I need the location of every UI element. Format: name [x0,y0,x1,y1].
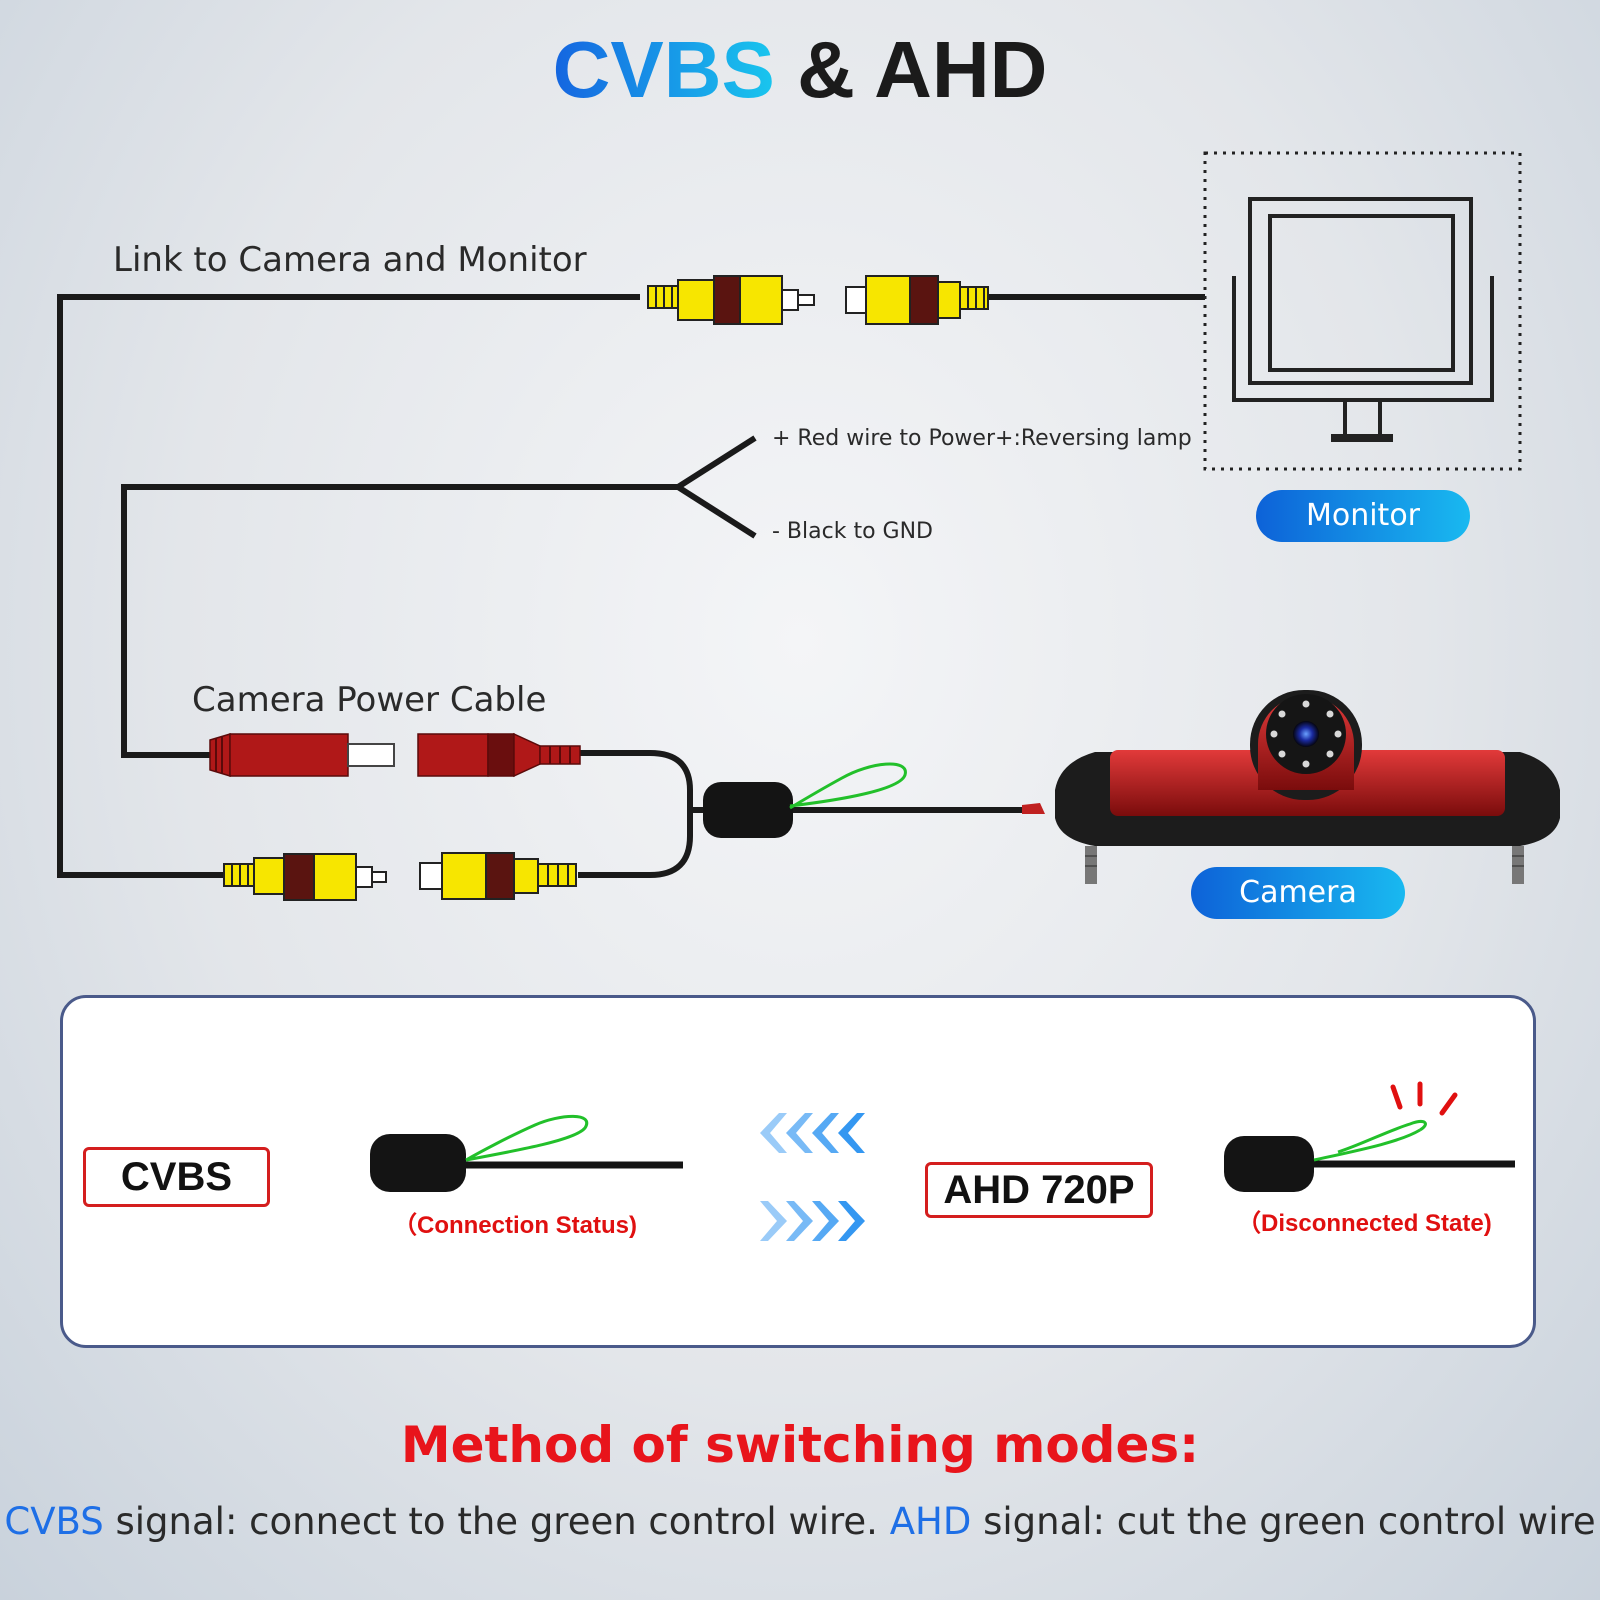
page-title: CVBS & AHD [0,22,1600,118]
rca-female-bottom-right [419,852,577,900]
camera-icon [1022,690,1560,884]
red-wire-branch [676,435,757,490]
method-title: Method of switching modes: [400,1416,1200,1474]
cvbs-mode-label: CVBS [83,1147,270,1207]
red-wire-label: + Red wire to Power+:Reversing lamp [772,426,1192,451]
ahd-word: AHD [889,1500,972,1543]
rca-male-bottom-left [223,853,387,901]
video-cable-left [57,294,640,878]
title-cvbs: CVBS [552,25,775,114]
arrow-right-icon [760,1201,865,1241]
disconnected-state-label: （Disconnected State) [1237,1210,1492,1237]
power-cable-label: Camera Power Cable [192,680,547,720]
arrow-left-icon [760,1113,865,1153]
rca-male-top-left [647,275,815,325]
ahd-instruction: signal: cut the green control wire [971,1500,1596,1543]
cvbs-instruction: signal: connect to the green control wir… [103,1500,890,1543]
instruction-text: CVBS signal: connect to the green contro… [0,1500,1600,1543]
black-wire-branch [676,484,757,539]
connection-status-label: （Connection Status) [393,1212,637,1239]
connected-wire-icon [370,1114,683,1192]
monitor-icon [1203,151,1522,471]
ahd-mode-label: AHD 720P [925,1162,1153,1218]
power-cable-left [121,484,678,758]
link-cable-label: Link to Camera and Monitor [113,240,587,280]
monitor-badge: Monitor [1256,490,1470,542]
cvbs-word: CVBS [4,1500,104,1543]
rca-female-top-right [845,275,989,325]
camera-badge: Camera [1191,867,1405,919]
title-ahd: & AHD [774,25,1048,114]
cable-lines [57,294,1205,878]
power-plug-female [417,732,581,778]
cut-wire-icon [1224,1081,1515,1192]
black-wire-label: - Black to GND [772,519,933,544]
power-plug-male [209,732,395,778]
control-box [703,762,907,838]
